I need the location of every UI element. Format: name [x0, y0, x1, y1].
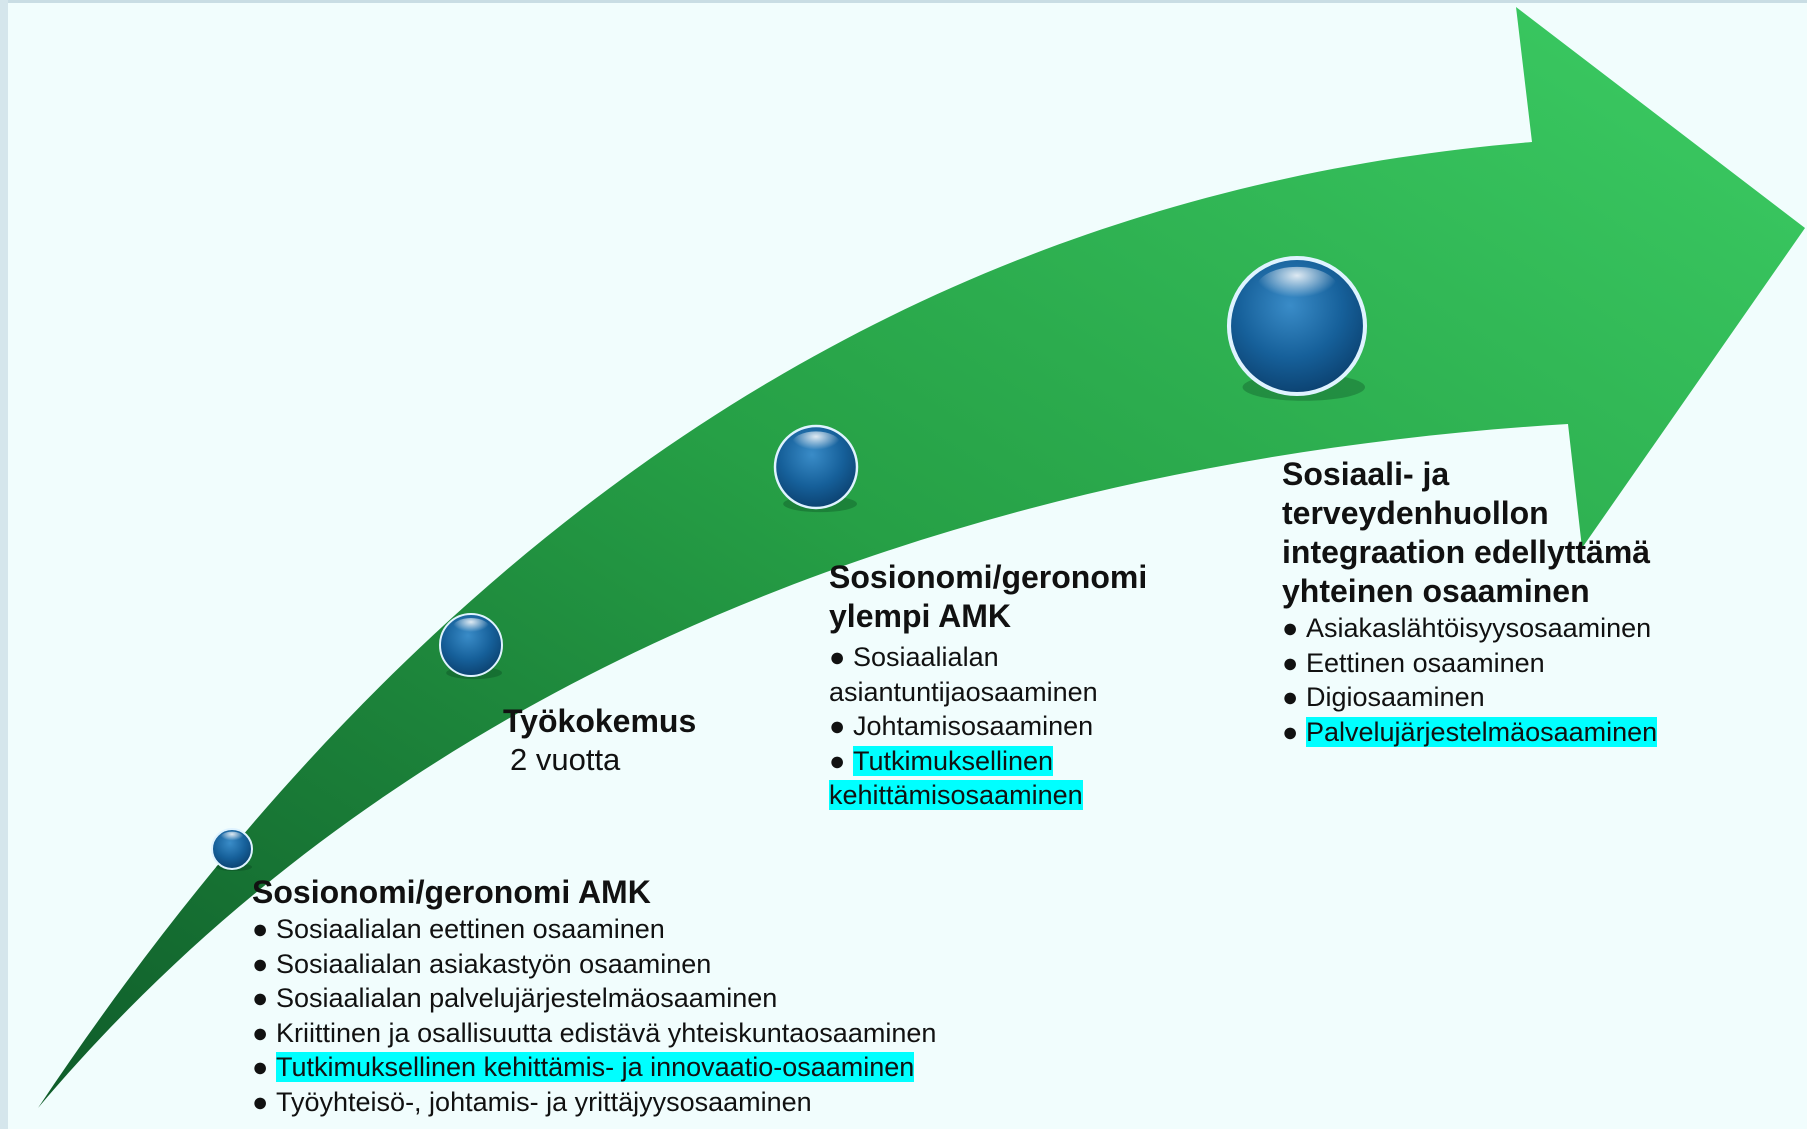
list-item: ●Sosiaalialan eettinen osaaminen	[252, 912, 1152, 947]
stage-ylempi-title-line2: ylempi AMK	[829, 598, 1011, 634]
milestone-marker-2	[439, 613, 503, 680]
list-item: ●Sosiaalialan palvelujärjestelmäosaamine…	[252, 981, 1152, 1016]
list-item: ●Johtamisosaaminen	[829, 709, 1209, 744]
integration-title-line4: yhteinen osaaminen	[1282, 573, 1590, 609]
integration-title-line1: Sosiaali- ja	[1282, 456, 1450, 492]
list-item: ●Palvelujärjestelmäosaaminen	[1282, 715, 1802, 750]
list-item: ●Digiosaaminen	[1282, 680, 1802, 715]
stage-work-experience: Työkokemus 2 vuotta	[503, 702, 803, 779]
stage-ylempi-amk: Sosionomi/geronomi ylempi AMK ●Sosiaalia…	[829, 558, 1209, 813]
bullet-icon: ●	[1282, 647, 1299, 678]
work-experience-duration: 2 vuotta	[510, 742, 621, 777]
slide-left-border	[0, 0, 8, 1129]
slide-top-border	[0, 0, 1807, 3]
bullet-icon: ●	[829, 642, 846, 672]
bullet-icon: ●	[252, 948, 269, 979]
list-item: ●Sosiaalialan	[829, 640, 1209, 675]
stage-integration: Sosiaali- ja terveydenhuollon integraati…	[1282, 455, 1802, 749]
milestone-marker-3	[773, 424, 859, 513]
list-item: ●Tutkimuksellinen	[829, 744, 1209, 779]
bullet-icon: ●	[829, 745, 846, 776]
stage-amk: Sosionomi/geronomi AMK ●Sosiaalialan eet…	[252, 873, 1152, 1119]
work-experience-title: Työkokemus	[503, 703, 697, 739]
list-item: ●Asiakaslähtöisyysosaaminen	[1282, 611, 1802, 646]
list-item: ●Sosiaalialan asiakastyön osaaminen	[252, 947, 1152, 982]
milestone-marker-4	[1226, 255, 1368, 401]
list-item: ●Kriittinen ja osallisuutta edistävä yht…	[252, 1016, 1152, 1051]
list-item: ●Työyhteisö-, johtamis- ja yrittäjyysosa…	[252, 1085, 1152, 1120]
stage-ylempi-title-line1: Sosionomi/geronomi	[829, 559, 1148, 595]
bullet-icon: ●	[252, 1017, 269, 1048]
integration-title-line2: terveydenhuollon	[1282, 495, 1549, 531]
list-item: ●Eettinen osaaminen	[1282, 646, 1802, 681]
integration-title-line3: integraation edellyttämä	[1282, 534, 1651, 570]
bullet-icon: ●	[252, 983, 269, 1013]
bullet-icon: ●	[829, 711, 846, 741]
stage-amk-list: ●Sosiaalialan eettinen osaaminen●Sosiaal…	[252, 912, 1152, 1119]
curved-arrow-shape	[38, 7, 1805, 1108]
stage-amk-title: Sosionomi/geronomi AMK	[252, 874, 651, 910]
bullet-icon: ●	[1282, 682, 1299, 712]
bullet-icon: ●	[1282, 613, 1299, 643]
milestone-marker-1	[211, 828, 253, 871]
bullet-icon: ●	[252, 914, 269, 944]
stage-integration-list: ●Asiakaslähtöisyysosaaminen●Eettinen osa…	[1282, 611, 1802, 749]
list-item: ●Tutkimuksellinen kehittämis- ja innovaa…	[252, 1050, 1152, 1085]
bullet-icon: ●	[252, 1086, 269, 1117]
list-item-continuation: asiantuntijaosaaminen	[829, 676, 1098, 707]
list-item-continuation: kehittämisosaaminen	[829, 780, 1083, 810]
bullet-icon: ●	[1282, 716, 1299, 747]
bullet-icon: ●	[252, 1052, 269, 1082]
